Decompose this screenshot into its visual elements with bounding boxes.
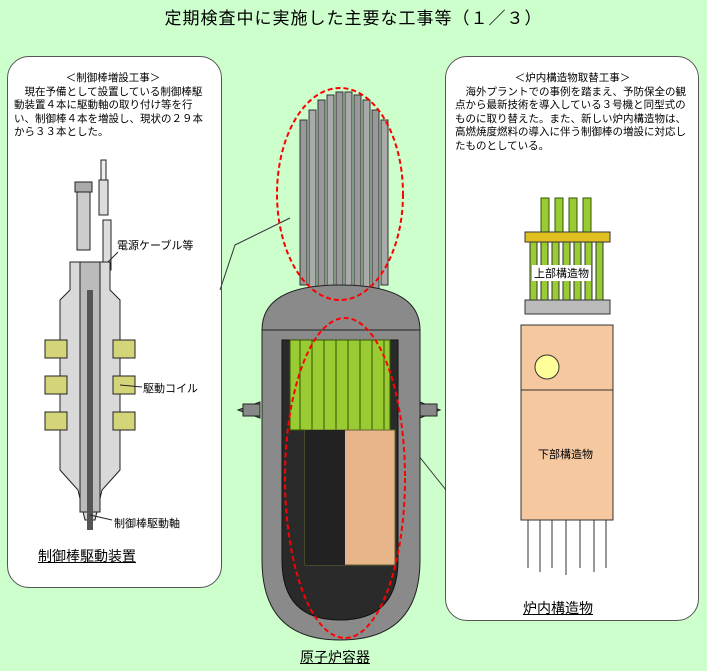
- right-panel-heading: ＜炉内構造物取替工事＞: [514, 72, 631, 84]
- highlight-upper-ellipse: [276, 87, 404, 301]
- reactor-vessel-drawing: [236, 87, 442, 641]
- label-drive-shaft: 制御棒駆動軸: [114, 517, 180, 530]
- label-power-cable: 電源ケーブル等: [117, 239, 194, 252]
- left-panel-body: 現在予備として設置している制御棒駆動装置４本に駆動軸の取り付け等を行い、制御棒４…: [14, 85, 203, 139]
- label-drive-coil: 駆動コイル: [143, 382, 198, 395]
- caption-crdm: 制御棒駆動装置: [38, 549, 136, 565]
- caption-reactor-vessel: 原子炉容器: [300, 650, 370, 666]
- right-panel-text: ＜炉内構造物取替工事＞ 海外プラントでの事例を踏まえ、予防保全の観点から最新技術…: [455, 72, 690, 153]
- crdm-drawing: [44, 159, 143, 530]
- right-panel-body: 海外プラントでの事例を踏まえ、予防保全の観点から最新技術を導入している３号機と同…: [455, 85, 686, 152]
- left-callout-line: [219, 217, 291, 291]
- label-lower-internals: 下部構造物: [538, 448, 593, 461]
- page-title: 定期検査中に実施した主要な工事等（１／３）: [164, 9, 543, 29]
- internals-drawing: [520, 197, 614, 575]
- left-panel-heading: ＜制御棒増設工事＞: [65, 72, 161, 84]
- label-upper-internals: 上部構造物: [532, 265, 591, 281]
- left-panel-text: ＜制御棒増設工事＞ 現在予備として設置している制御棒駆動装置４本に駆動軸の取り付…: [14, 72, 212, 140]
- caption-internals: 炉内構造物: [523, 601, 593, 617]
- highlight-lower-ellipse: [284, 317, 406, 639]
